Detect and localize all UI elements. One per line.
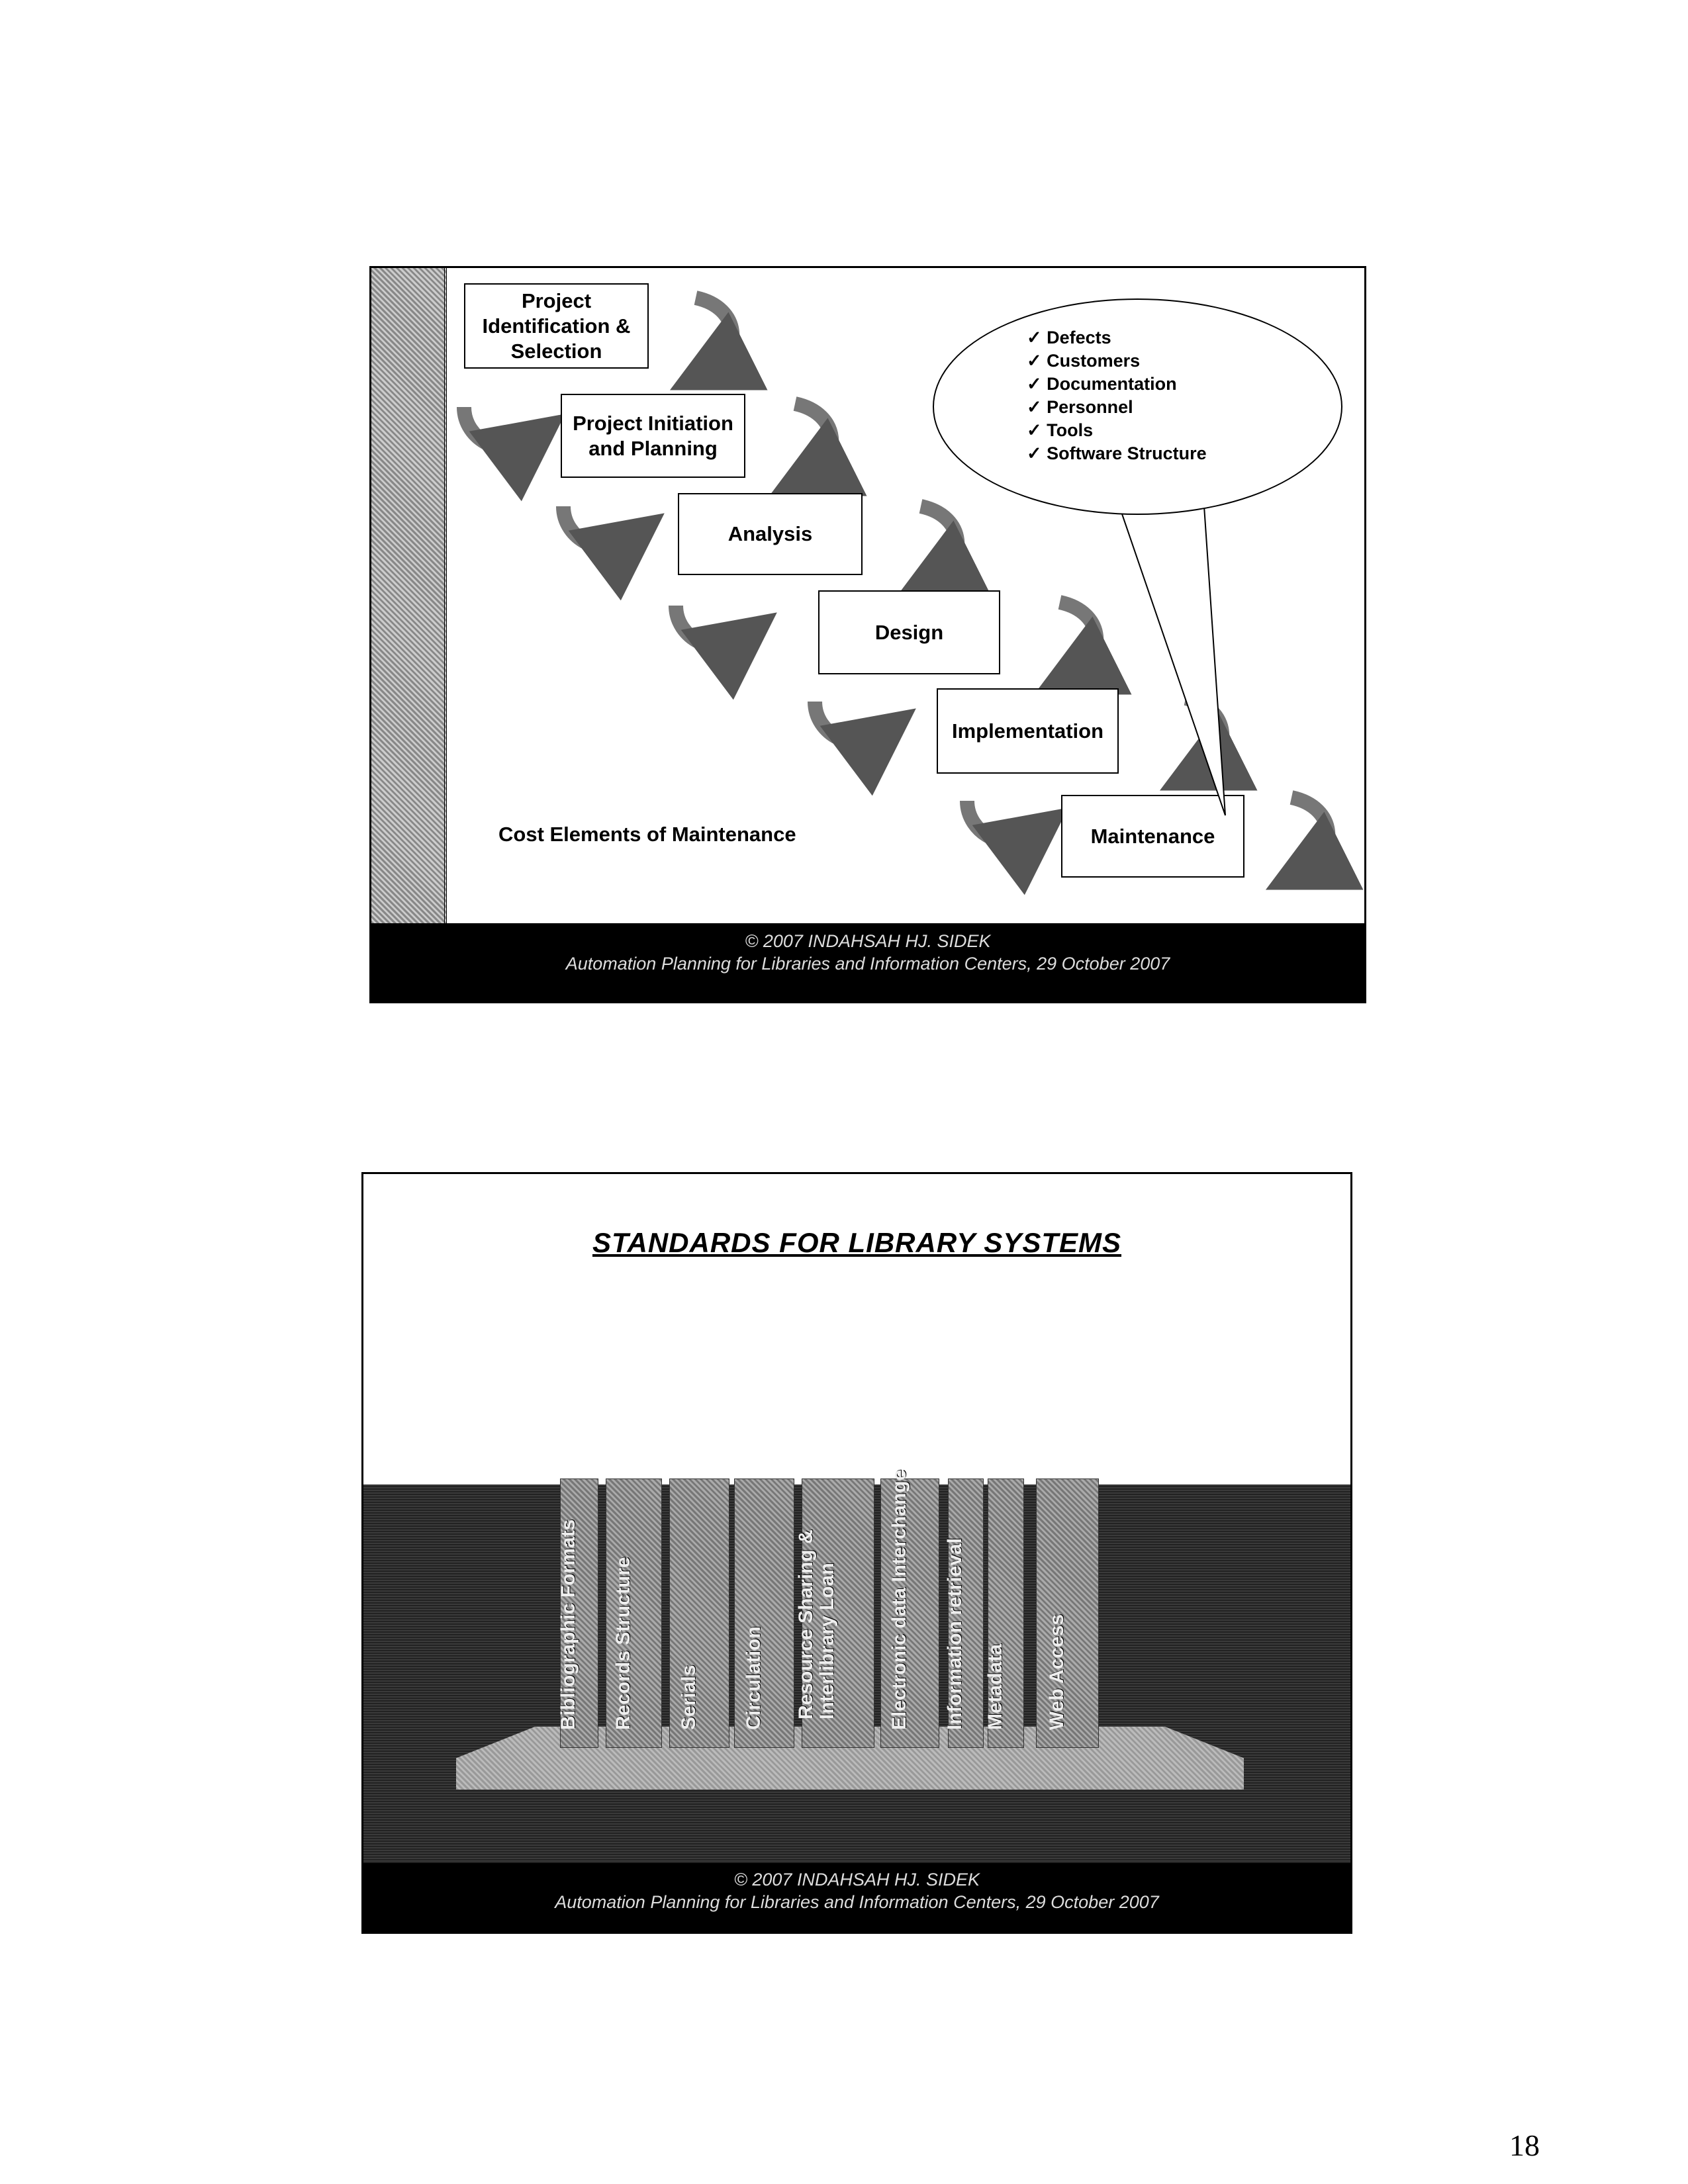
arrow-icon	[895, 499, 993, 599]
book-label: Circulation	[742, 1626, 765, 1730]
box-maintenance: Maintenance	[1061, 795, 1244, 878]
box-implementation: Implementation	[937, 688, 1119, 774]
book-label: Resource Sharing & Interlibrary Loan	[795, 1529, 838, 1719]
book: Information retrieval	[944, 1479, 984, 1748]
footer-copyright: © 2007 INDAHSAH HJ. SIDEK	[745, 931, 991, 951]
book: Electronic data Interchange	[880, 1470, 939, 1748]
slide-standards: STANDARDS FOR LIBRARY SYSTEMS Bibliograp…	[361, 1172, 1352, 1934]
footer-event: Automation Planning for Libraries and In…	[565, 954, 1170, 974]
book: Serials	[669, 1479, 729, 1748]
arrow-icon	[669, 605, 777, 700]
arrow-icon	[1034, 595, 1132, 695]
callout-item: ✓ Software Structure	[1027, 443, 1207, 463]
slide-sdlc-maintenance: Project Identification & Selection Proje…	[369, 266, 1366, 1003]
box-project-identification: Project Identification & Selection	[464, 283, 649, 369]
arrow-icon	[556, 506, 665, 601]
callout-item: ✓ Customers	[1027, 351, 1141, 371]
arrow-icon	[670, 291, 768, 390]
decorative-strip	[371, 268, 447, 923]
book-label: Web Access	[1045, 1614, 1068, 1730]
caption: Cost Elements of Maintenance	[498, 823, 796, 846]
book-label: Records Structure	[612, 1557, 634, 1730]
box-design: Design	[818, 590, 1000, 674]
box-analysis: Analysis	[678, 493, 863, 575]
arrow-icon	[769, 396, 867, 496]
arrow-icon	[457, 406, 565, 502]
book: Resource Sharing & Interlibrary Loan	[795, 1479, 874, 1748]
callout-tail	[1119, 506, 1226, 816]
slide-title: STANDARDS FOR LIBRARY SYSTEMS	[592, 1227, 1122, 1258]
callout-item: ✓ Documentation	[1027, 374, 1177, 394]
callout-bubble: ✓ Defects ✓ Customers ✓ Documentation ✓ …	[933, 298, 1342, 515]
book: Records Structure	[606, 1479, 662, 1748]
footer-copyright: © 2007 INDAHSAH HJ. SIDEK	[733, 1870, 980, 1889]
callout-item: ✓ Defects	[1027, 328, 1111, 347]
arrow-icon	[808, 701, 916, 796]
book: Bibliographic Formats	[557, 1479, 598, 1748]
book-label: Bibliographic Formats	[557, 1519, 579, 1730]
book-label: Electronic data Interchange	[888, 1469, 910, 1730]
book: Web Access	[1036, 1479, 1099, 1748]
arrow-icon	[1266, 790, 1364, 890]
book-label: Serials	[677, 1664, 700, 1730]
box-project-initiation: Project Initiation and Planning	[561, 394, 745, 478]
book: Metadata	[984, 1479, 1024, 1748]
page-number: 18	[1509, 2128, 1540, 2162]
book: Circulation	[734, 1479, 794, 1748]
slide-footer: © 2007 INDAHSAH HJ. SIDEK Automation Pla…	[363, 1863, 1350, 1932]
curved-arrows	[457, 291, 1364, 895]
callout-item: ✓ Personnel	[1027, 397, 1133, 417]
footer-event: Automation Planning for Libraries and In…	[555, 1892, 1159, 1912]
slide-footer: © 2007 INDAHSAH HJ. SIDEK Automation Pla…	[371, 923, 1364, 1001]
book-label: Information retrieval	[944, 1537, 966, 1730]
arrow-icon	[960, 800, 1068, 895]
callout-item: ✓ Tools	[1027, 420, 1094, 440]
book-label: Metadata	[984, 1643, 1006, 1730]
